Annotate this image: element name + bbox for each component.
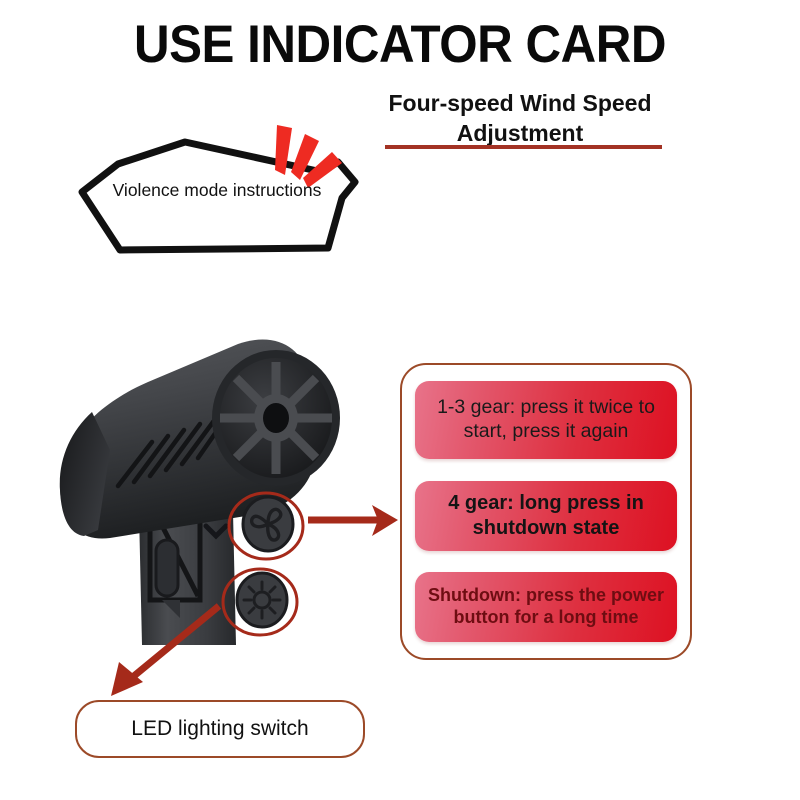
barrel-nose — [59, 412, 110, 536]
page-title: USE INDICATOR CARD — [133, 15, 667, 74]
sun-icon — [242, 580, 282, 620]
violence-mode-label: Violence mode instructions — [112, 180, 322, 200]
led-switch-callout: LED lighting switch — [75, 700, 365, 758]
led-button-highlight — [221, 567, 299, 637]
arrow-to-led-box — [85, 600, 285, 710]
display-pill — [154, 538, 180, 598]
instruction-pill-gear-4[interactable]: 4 gear: long press in shutdown state — [415, 480, 677, 551]
impact-burst-icon — [275, 125, 342, 188]
fan-icon — [249, 507, 283, 542]
led-light-button[interactable] — [221, 567, 299, 637]
violence-mode-callout: Violence mode instructions — [70, 120, 370, 270]
page-subtitle: Four-speed Wind Speed Adjustment — [388, 90, 652, 147]
fan-button-highlight — [227, 491, 305, 561]
arrow-to-instructions — [300, 495, 410, 545]
outlet-grille — [212, 350, 340, 486]
triangle-mark — [162, 600, 180, 618]
subtitle-underline — [385, 145, 662, 149]
instructions-panel: 1-3 gear: press it twice to start, press… — [400, 363, 692, 660]
instruction-pill-gear-1-3[interactable]: 1-3 gear: press it twice to start, press… — [415, 381, 677, 459]
product-image — [40, 300, 370, 670]
led-switch-label: LED lighting switch — [131, 717, 309, 740]
fan-power-button[interactable] — [227, 491, 305, 561]
instruction-pill-shutdown[interactable]: Shutdown: press the power button for a l… — [415, 572, 677, 642]
